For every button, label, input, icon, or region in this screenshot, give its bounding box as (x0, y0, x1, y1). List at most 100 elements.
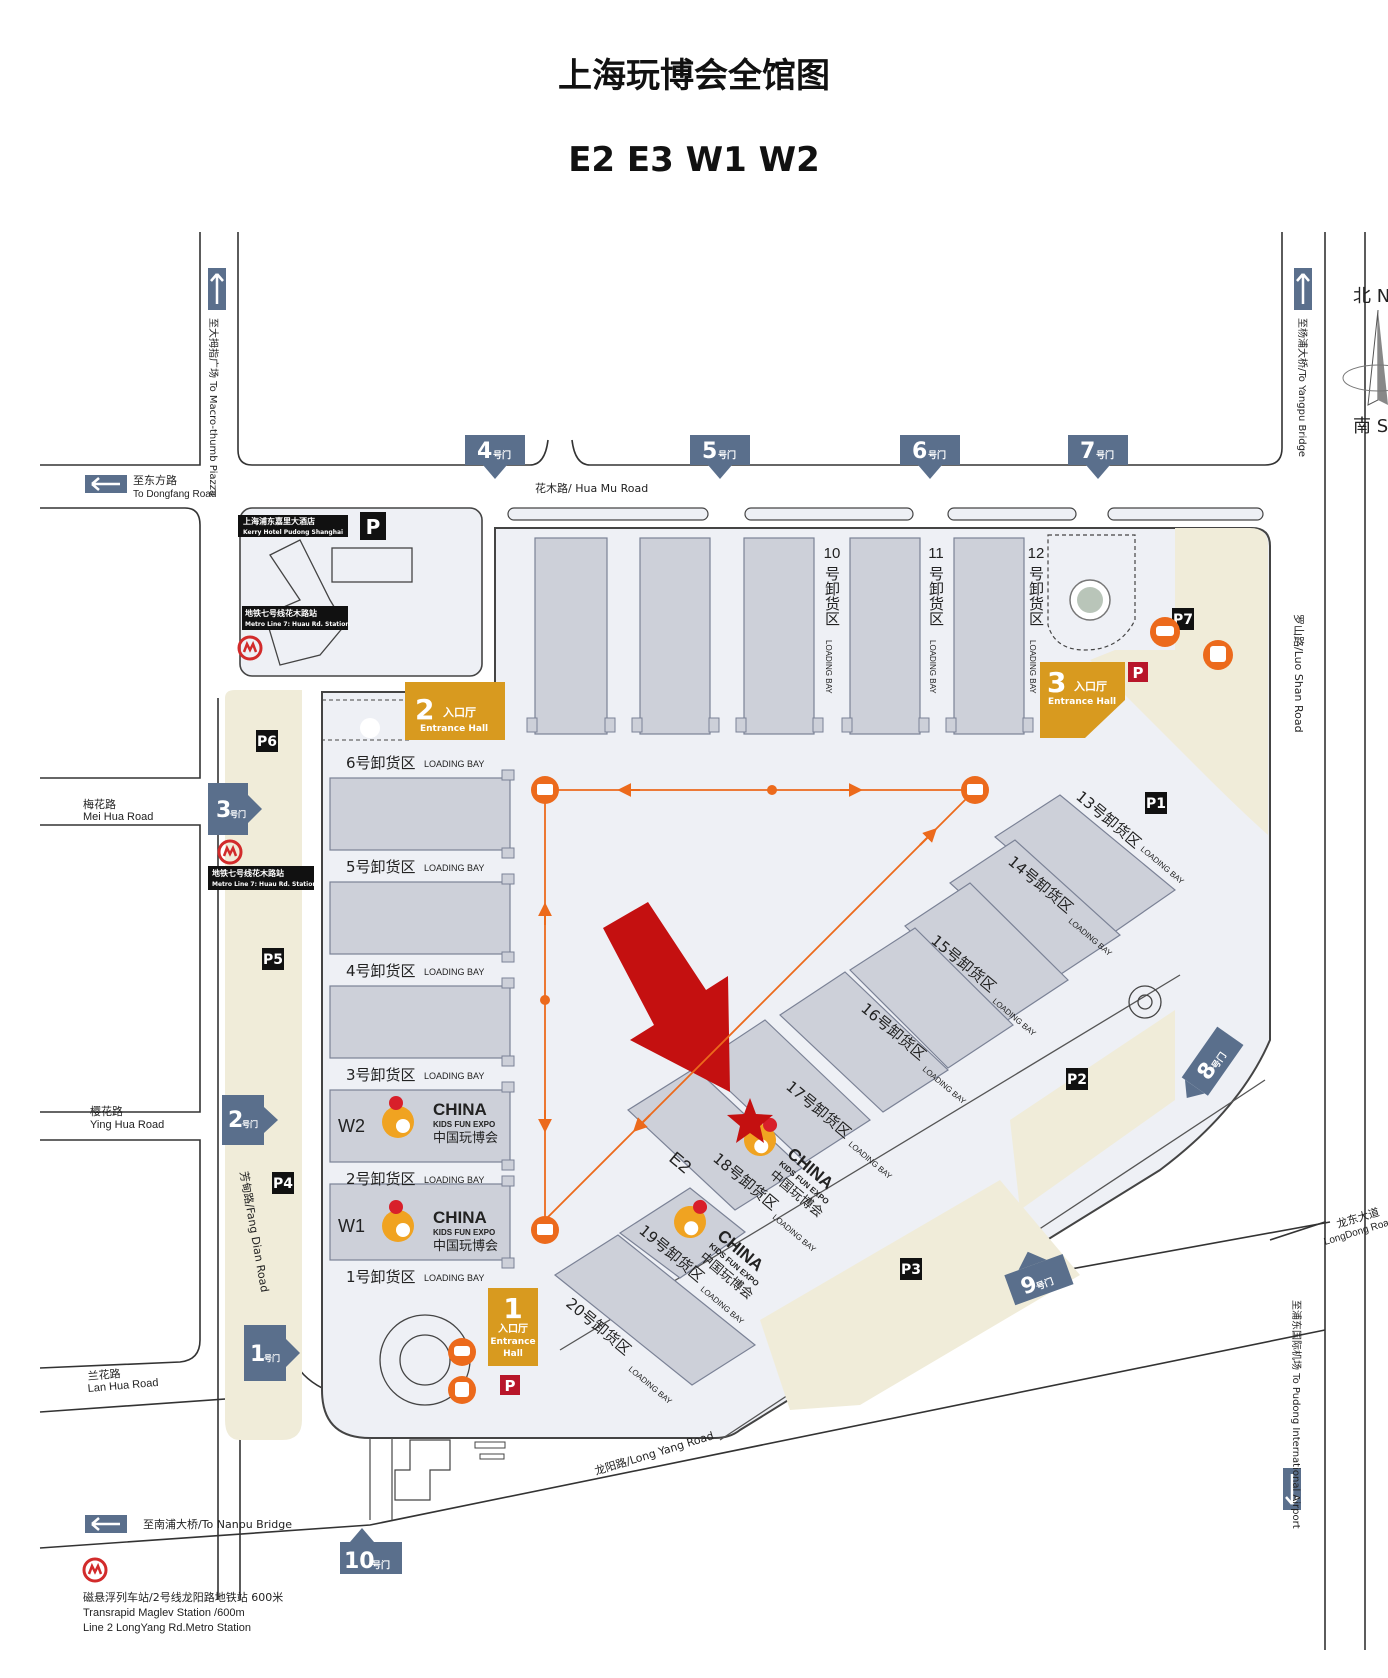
parking-p3: P3 (901, 1262, 921, 1278)
svg-text:6: 6 (912, 439, 927, 464)
compass-icon: 北 N 南 S (1342, 286, 1388, 437)
fountain-icon (1069, 579, 1111, 621)
metro-top-icon (237, 635, 263, 661)
page-title: 上海玩博会全馆图 (558, 56, 830, 96)
gate-7: 7 号门 (1068, 435, 1128, 479)
entrance-hall-2: 2 入口厅 Entrance Hall (321, 682, 505, 741)
hotel-name-cn: 上海浦东嘉里大酒店 (243, 516, 315, 526)
gates: 4 号门 5 号门 6 号门 7 号门 3 号门 2 号门 (208, 435, 1244, 1574)
shuttle-stop-icon (531, 776, 559, 804)
label-airport: 至浦东国际机场 To Pudong International Airport (1290, 1300, 1303, 1529)
label-nanpu: 至南浦大桥/To Nanpu Bridge (143, 1517, 292, 1531)
bay-6: 6号卸货区 (346, 754, 416, 772)
arrow-to-dongfang (85, 475, 127, 493)
north-halls (534, 537, 1025, 735)
gate-4: 4 号门 (465, 435, 525, 479)
maglev-line1: 磁悬浮列车站/2号线龙阳路地铁站 600米 (83, 1590, 283, 1604)
svg-text:号门: 号门 (230, 809, 246, 819)
gate-10: 10 号门 (340, 1528, 402, 1574)
taxi-icon-e1 (448, 1338, 476, 1366)
shuttle-stop-icon (961, 776, 989, 804)
svg-text:CHINA: CHINA (433, 1208, 487, 1227)
expo-logo-icon (382, 1200, 414, 1242)
svg-text:KIDS FUN EXPO: KIDS FUN EXPO (433, 1120, 495, 1129)
hotel-parking-icon (360, 512, 386, 540)
svg-text:Entrance Hall: Entrance Hall (420, 724, 488, 734)
parking-p5: P5 (263, 952, 283, 968)
svg-text:LOADING BAY: LOADING BAY (424, 1175, 484, 1185)
bay-11-num: 11 (928, 545, 944, 562)
svg-text:P: P (505, 1377, 516, 1395)
svg-text:号门: 号门 (242, 1119, 258, 1129)
svg-text:Entrance: Entrance (490, 1337, 535, 1347)
east-halls (553, 794, 1176, 1386)
bus-icon-e1 (448, 1376, 476, 1404)
svg-text:入口厅: 入口厅 (443, 706, 476, 719)
svg-text:10: 10 (344, 1549, 375, 1574)
label-huamu: 花木路/ Hua Mu Road (535, 482, 648, 495)
svg-text:LOADING BAY: LOADING BAY (424, 1071, 484, 1081)
svg-text:Entrance Hall: Entrance Hall (1048, 697, 1116, 707)
maglev-line2: Transrapid Maglev Station /600m (83, 1607, 245, 1619)
metro-left-cn: 地铁七号线花木路站 (212, 868, 284, 878)
location-pointer-arrow (603, 902, 730, 1092)
gate-5: 5 号门 (690, 435, 750, 479)
label-meihua-en: Mei Hua Road (83, 811, 153, 823)
bay-10-cn: 号卸货区 (823, 566, 841, 626)
metro-left-icon (217, 839, 243, 865)
svg-text:P: P (366, 515, 381, 539)
bay-4: 4号卸货区 (346, 962, 416, 980)
bay-2: 2号卸货区 (346, 1170, 416, 1188)
label-meihua-cn: 梅花路 (83, 797, 116, 811)
svg-text:入口厅: 入口厅 (1074, 680, 1107, 693)
north-hall-tabs (526, 717, 1034, 733)
arrow-to-yangpu (1294, 268, 1312, 310)
taxi-icon-p7 (1150, 617, 1180, 647)
svg-text:2: 2 (415, 693, 434, 726)
gate-8: 8 号门 (1181, 1026, 1244, 1099)
svg-text:中国玩博会: 中国玩博会 (433, 1239, 498, 1254)
expo-logo-icon (382, 1096, 414, 1138)
svg-text:CHINA: CHINA (433, 1100, 487, 1119)
label-dongfang-en: To Dongfang Road (133, 489, 216, 500)
label-luoshan: 罗山路/Luo Shan Road (1292, 614, 1305, 733)
svg-text:中国玩博会: 中国玩博会 (433, 1131, 498, 1146)
label-yangpu: 至杨浦大桥/To Yangpu Bridge (1296, 318, 1309, 457)
bay-1: 1号卸货区 (346, 1268, 416, 1286)
entrance-hall-3: 3 入口厅 Entrance Hall P (1040, 662, 1148, 738)
label-lanhua-cn: 兰花路 (87, 1367, 121, 1383)
svg-text:W2: W2 (338, 1116, 365, 1136)
booth-star-icon (727, 1098, 773, 1143)
parking-p6: P6 (257, 734, 277, 750)
bay-12-num: 12 (1028, 545, 1045, 562)
gate-1: 1 号门 (244, 1325, 300, 1381)
metro-left-en: Metro Line 7: Huau Rd. Station (212, 881, 317, 888)
svg-text:KIDS FUN EXPO: KIDS FUN EXPO (433, 1228, 495, 1237)
svg-text:LOADING BAY: LOADING BAY (424, 1273, 484, 1283)
parking-p4: P4 (273, 1176, 293, 1192)
bus-icon-p7 (1203, 640, 1233, 670)
svg-text:W1: W1 (338, 1216, 365, 1236)
shuttle-stop-icon (531, 1216, 559, 1244)
compass-south: 南 S (1353, 416, 1388, 437)
svg-text:LOADING BAY: LOADING BAY (1028, 640, 1037, 694)
svg-text:LOADING BAY: LOADING BAY (424, 863, 484, 873)
parking-p1: P1 (1146, 796, 1166, 812)
venue-ground (321, 527, 1271, 1439)
label-macro: 至大拇指广场 To Macro-thumb Piazza (207, 318, 220, 496)
bay-5: 5号卸货区 (346, 858, 416, 876)
svg-text:LOADING BAY: LOADING BAY (424, 759, 484, 769)
hotel-name-en: Kerry Hotel Pudong Shanghai (243, 529, 343, 536)
svg-text:入口厅: 入口厅 (498, 1323, 528, 1335)
hotel-block (239, 507, 483, 677)
gate-6: 6 号门 (900, 435, 960, 479)
entrance-hall-1: 1 入口厅 Entrance Hall P (488, 1288, 538, 1395)
label-yinghua-cn: 樱花路 (90, 1105, 123, 1118)
arrow-to-airport (1283, 1468, 1301, 1510)
parking-p7: P7 (1173, 612, 1193, 628)
metro-bottom-icon (82, 1557, 108, 1583)
hall-w1: W1 CHINA KIDS FUN EXPO 中国玩博会 (338, 1200, 498, 1254)
svg-text:LOADING BAY: LOADING BAY (424, 967, 484, 977)
svg-text:号门: 号门 (928, 449, 946, 461)
